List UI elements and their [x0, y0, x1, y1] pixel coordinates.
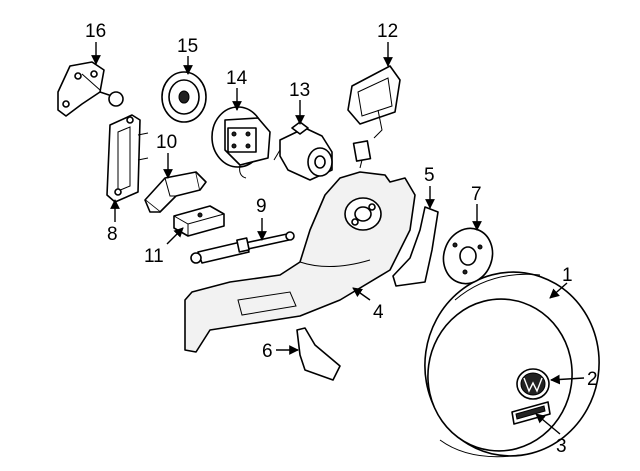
callout-1: 1 — [562, 265, 573, 286]
arrow-3 — [535, 413, 561, 435]
callout-11: 11 — [144, 246, 164, 267]
callout-16: 16 — [85, 21, 106, 42]
part-7-mounting-plate — [442, 227, 494, 285]
callout-6: 6 — [262, 341, 273, 362]
part-11-block — [173, 205, 225, 237]
part-3-handle — [511, 401, 551, 425]
callout-13: 13 — [289, 80, 310, 101]
part-10-mount-bracket — [144, 171, 207, 213]
callout-9: 9 — [256, 196, 267, 217]
part-6-pad — [296, 327, 341, 381]
arrow-2 — [550, 374, 585, 385]
part-4-wheel-bracket — [184, 171, 416, 353]
callout-4: 4 — [373, 302, 384, 323]
part-5-pad — [392, 206, 439, 287]
callout-15: 15 — [177, 36, 198, 57]
part-13-actuator — [273, 121, 333, 181]
part-12-tailgate-lock — [347, 65, 401, 169]
callout-7: 7 — [471, 184, 482, 205]
callout-arrows — [91, 42, 585, 435]
part-2-vw-emblem — [516, 368, 550, 400]
callout-3: 3 — [556, 436, 567, 457]
arrow-1 — [549, 282, 568, 299]
callout-12: 12 — [377, 21, 398, 42]
part-1-spare-wheel-cover — [424, 271, 600, 458]
callout-14: 14 — [226, 68, 248, 89]
callout-8: 8 — [107, 224, 118, 245]
callout-10: 10 — [156, 132, 177, 153]
arrow-4 — [352, 287, 371, 301]
part-8-bracket — [106, 114, 149, 203]
callout-2: 2 — [587, 369, 598, 390]
arrow-11 — [166, 227, 184, 245]
callout-labels: 1 2 3 4 5 6 7 8 9 10 11 12 13 14 15 16 — [85, 21, 598, 457]
callout-5: 5 — [424, 165, 435, 186]
part-16-hinge — [57, 61, 124, 117]
part-14-lock-motor — [211, 106, 271, 179]
part-15-cap — [161, 71, 207, 123]
part-9-gas-strut — [190, 231, 295, 264]
